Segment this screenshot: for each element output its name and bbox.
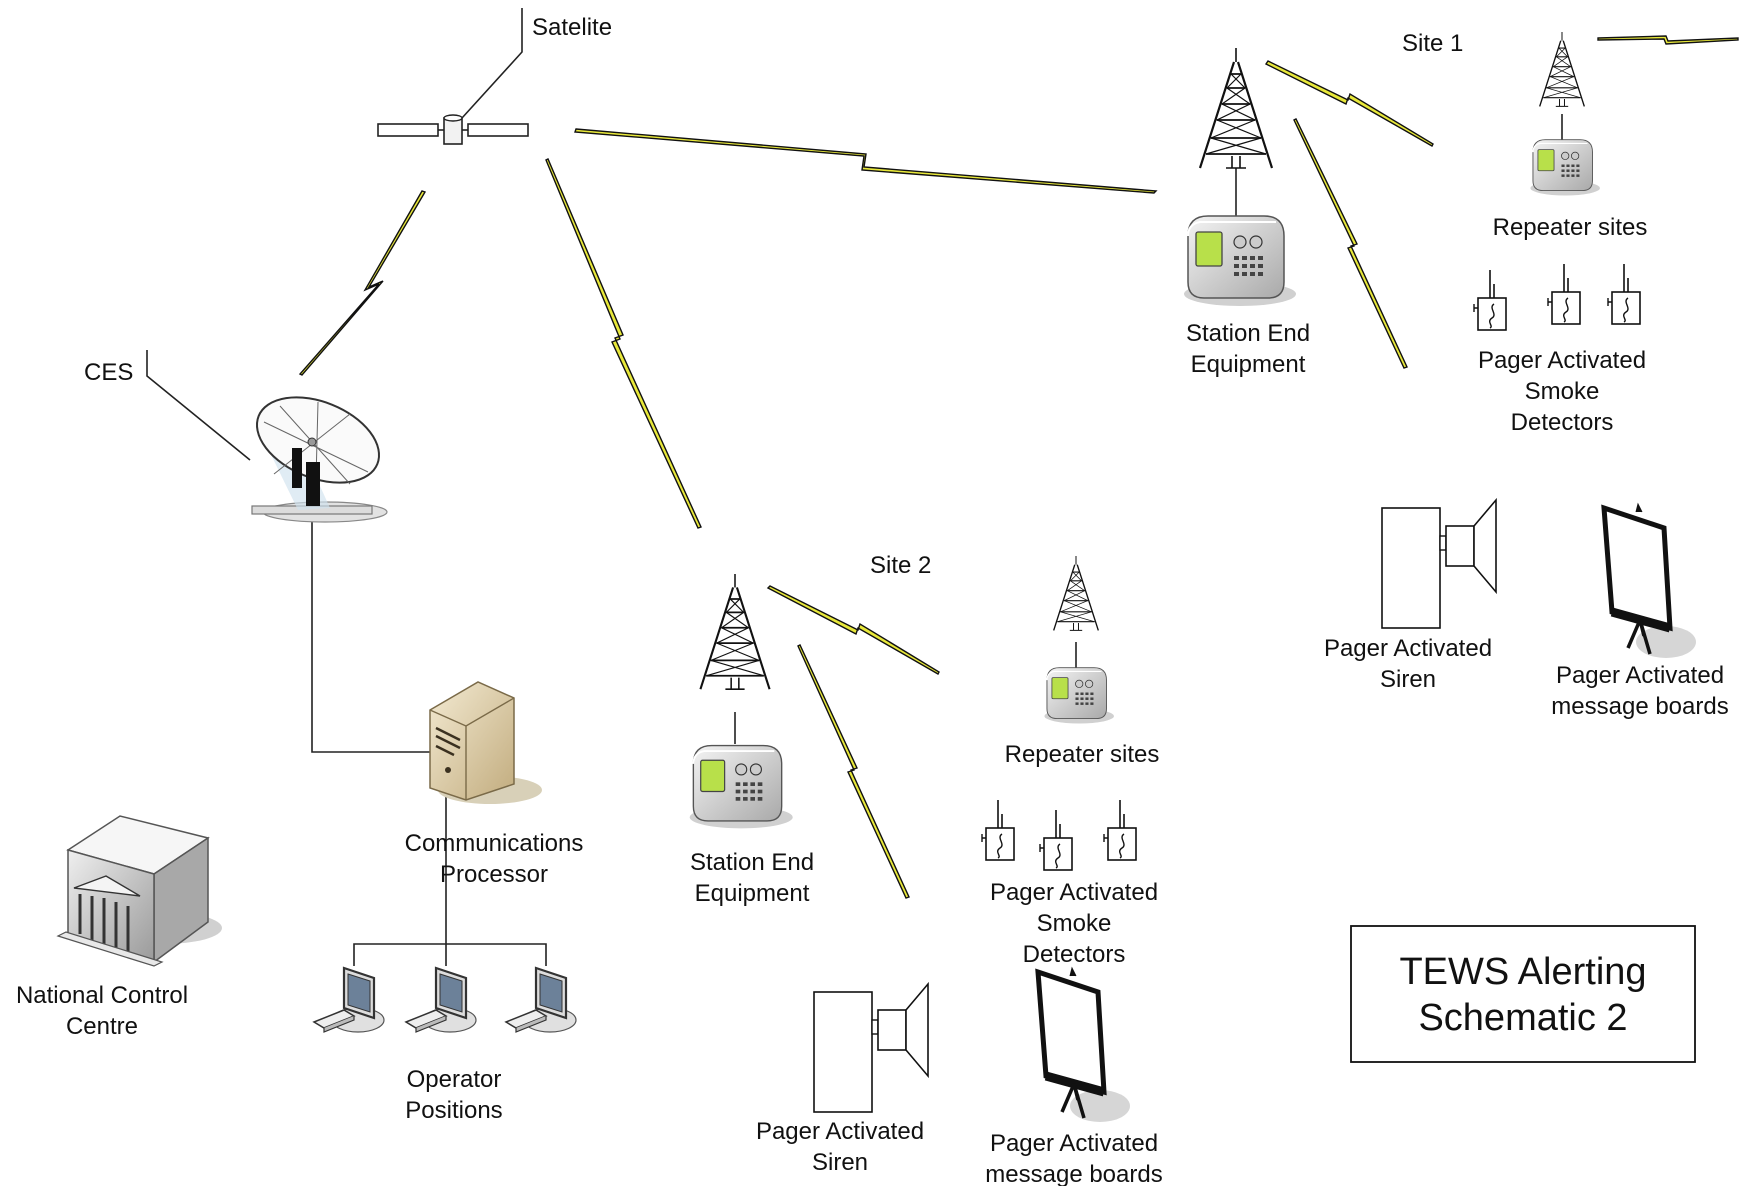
- ncc-label-1: National Control: [16, 982, 188, 1009]
- radio-link-site1-outgoing: [1597, 35, 1739, 45]
- radio-tower-icon: [1198, 46, 1274, 170]
- site1-label: Site 1: [1402, 30, 1463, 57]
- site1-smoke-detectors: [1473, 263, 1641, 331]
- site1-board-label-2: message boards: [1551, 693, 1728, 720]
- radio-link-satellite-site1: [574, 128, 1158, 194]
- site1-board-label-1: Pager Activated: [1556, 662, 1724, 689]
- building-icon: [56, 815, 222, 967]
- smoke-detector-icon: [1607, 263, 1641, 325]
- radio-link-satellite-site2: [545, 158, 702, 529]
- computer-workstation-icon: [504, 966, 578, 1034]
- ncc-label-2: Centre: [66, 1013, 138, 1040]
- comms-processor-label-1: Communications: [405, 830, 584, 857]
- site1-smoke-label-2: Smoke: [1525, 378, 1600, 405]
- smoke-detector-icon: [1473, 269, 1507, 331]
- radio-station-icon: [688, 744, 794, 830]
- site2-station-label-1: Station End: [690, 849, 814, 876]
- site2-siren-label-2: Siren: [812, 1149, 868, 1176]
- radio-link-site1-repeater: [1264, 60, 1434, 147]
- title-box: [1350, 925, 1696, 1063]
- operator-positions-label-1: Operator: [407, 1066, 502, 1093]
- site1-repeater-label: Repeater sites: [1493, 214, 1648, 241]
- message-board-icon: [1604, 504, 1696, 658]
- site1-smoke-label-3: Detectors: [1511, 409, 1614, 436]
- site2-board-label-1: Pager Activated: [990, 1130, 1158, 1157]
- smoke-detector-icon: [1103, 799, 1137, 861]
- radio-station-icon: [1183, 215, 1297, 307]
- smoke-detector-icon: [981, 799, 1015, 861]
- radio-tower-icon: [699, 572, 771, 691]
- radio-links: [298, 35, 1739, 899]
- radio-link-site2-detectors: [797, 644, 910, 899]
- computer-workstation-icon: [404, 966, 478, 1034]
- operator-positions-label-2: Positions: [405, 1097, 502, 1124]
- smoke-detector-icon: [1039, 809, 1073, 871]
- ces-leader-line: [146, 350, 251, 461]
- radio-station-icon: [1043, 667, 1115, 725]
- radio-tower-icon: [1052, 555, 1100, 632]
- smoke-detector-icon: [1547, 263, 1581, 325]
- site2-smoke-label-2: Smoke: [1037, 910, 1112, 937]
- operator-branch-lines: [353, 943, 547, 966]
- site1-siren-label-2: Siren: [1380, 666, 1436, 693]
- siren-icon: [813, 983, 929, 1113]
- site1-station-label-1: Station End: [1186, 320, 1310, 347]
- site2-label: Site 2: [870, 552, 931, 579]
- site2-smoke-label-3: Detectors: [1023, 941, 1126, 968]
- site2-smoke-detectors: [981, 799, 1137, 871]
- satellite-label: Satelite: [532, 14, 612, 41]
- radio-tower-icon: [1538, 31, 1586, 108]
- site1-station-label-2: Equipment: [1191, 351, 1306, 378]
- site2-board-label-2: message boards: [985, 1161, 1162, 1186]
- radio-station-icon: [1529, 139, 1601, 197]
- radio-link-site2-repeater: [766, 585, 940, 675]
- title-line-1: TEWS Alerting: [1399, 951, 1646, 993]
- message-board-icon: [1038, 968, 1130, 1122]
- site2-station-label-2: Equipment: [695, 880, 810, 907]
- satellite-ces-leader-line: [461, 8, 523, 119]
- site1-siren-label-1: Pager Activated: [1324, 635, 1492, 662]
- server-icon: [429, 681, 542, 804]
- site2-repeater-label: Repeater sites: [1005, 741, 1160, 768]
- site2-smoke-label-1: Pager Activated: [990, 879, 1158, 906]
- comms-processor-label-2: Processor: [440, 861, 548, 888]
- site2-siren-label-1: Pager Activated: [756, 1118, 924, 1145]
- computer-workstation-icon: [312, 966, 386, 1034]
- radio-link-satellite-ces: [298, 190, 427, 376]
- title-line-2: Schematic 2: [1418, 997, 1627, 1039]
- satellite-dish-icon: [251, 396, 388, 523]
- ces-label: CES: [84, 359, 133, 386]
- satellite-icon: [377, 114, 529, 145]
- wired-connections: [146, 8, 1563, 966]
- operator-workstations: [312, 966, 578, 1034]
- radio-link-site1-detectors: [1293, 118, 1408, 369]
- siren-icon: [1381, 499, 1497, 629]
- dish-to-processor-link: [311, 520, 445, 776]
- site1-smoke-label-1: Pager Activated: [1478, 347, 1646, 374]
